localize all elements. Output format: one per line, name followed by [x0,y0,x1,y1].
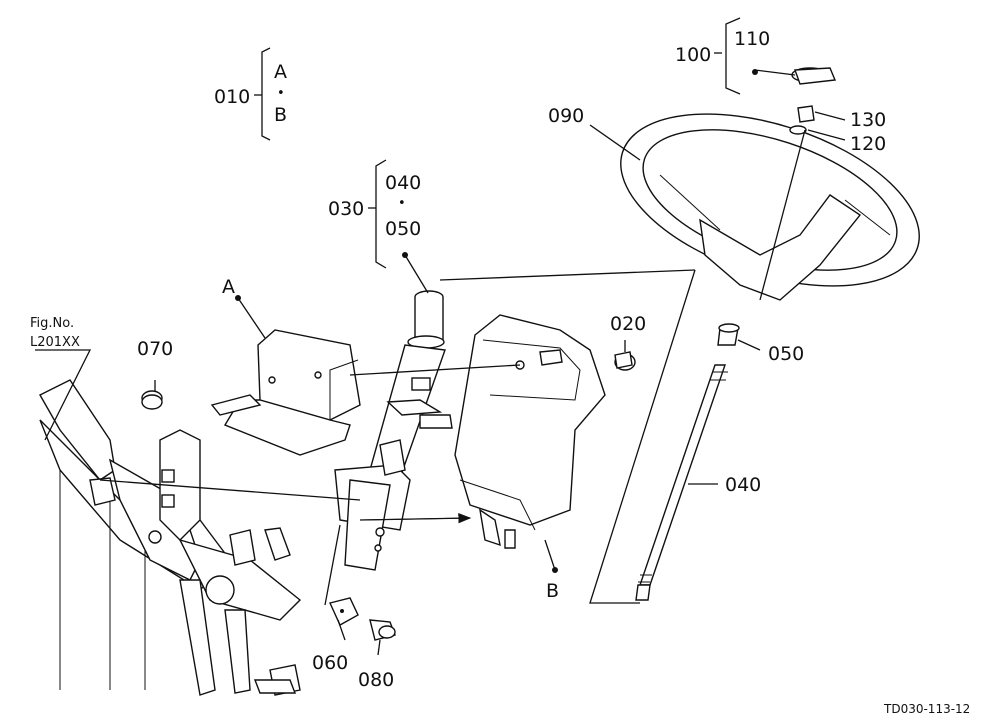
ref-b-in-010: B [274,104,287,126]
bracket-030 [368,159,387,269]
label-040: 040 [725,474,761,496]
label-130: 130 [850,109,886,131]
label-060: 060 [312,652,348,674]
dot-010: • [277,86,285,101]
label-100: 100 [675,44,711,66]
label-a: A [222,276,235,298]
dot-030: • [398,196,406,211]
label-010: 010 [214,86,250,108]
steering-column-icon [334,290,472,571]
label-120: 120 [850,133,886,155]
label-090: 090 [548,105,584,127]
label-050: 050 [768,343,804,365]
label-020: 020 [610,313,646,335]
bracket-100 [714,17,741,95]
drawing-code: TD030-113-12 [883,702,970,716]
steering-wheel-icon [620,67,920,301]
fig-no-value: L201XX [30,335,80,350]
bracket-060-icon [329,597,359,626]
ref-a-in-010: A [274,61,287,83]
label-070: 070 [137,338,173,360]
bracket-010 [254,47,271,141]
bolt-020-icon [614,351,636,371]
fig-no-label: Fig.No. [30,316,74,331]
steering-shaft-icon [635,323,740,601]
label-040-in-030: 040 [385,172,421,194]
label-110: 110 [734,28,770,50]
column-cover-a-icon [210,329,361,456]
label-b: B [546,580,559,602]
nut-070-icon [141,390,163,410]
bracket-frame-icon [39,379,302,696]
leader-lines [35,69,846,656]
column-cover-b-icon [454,314,606,549]
label-080: 080 [358,669,394,691]
bolt-080-icon [369,619,396,641]
label-030: 030 [328,198,364,220]
label-050-in-030: 050 [385,218,421,240]
